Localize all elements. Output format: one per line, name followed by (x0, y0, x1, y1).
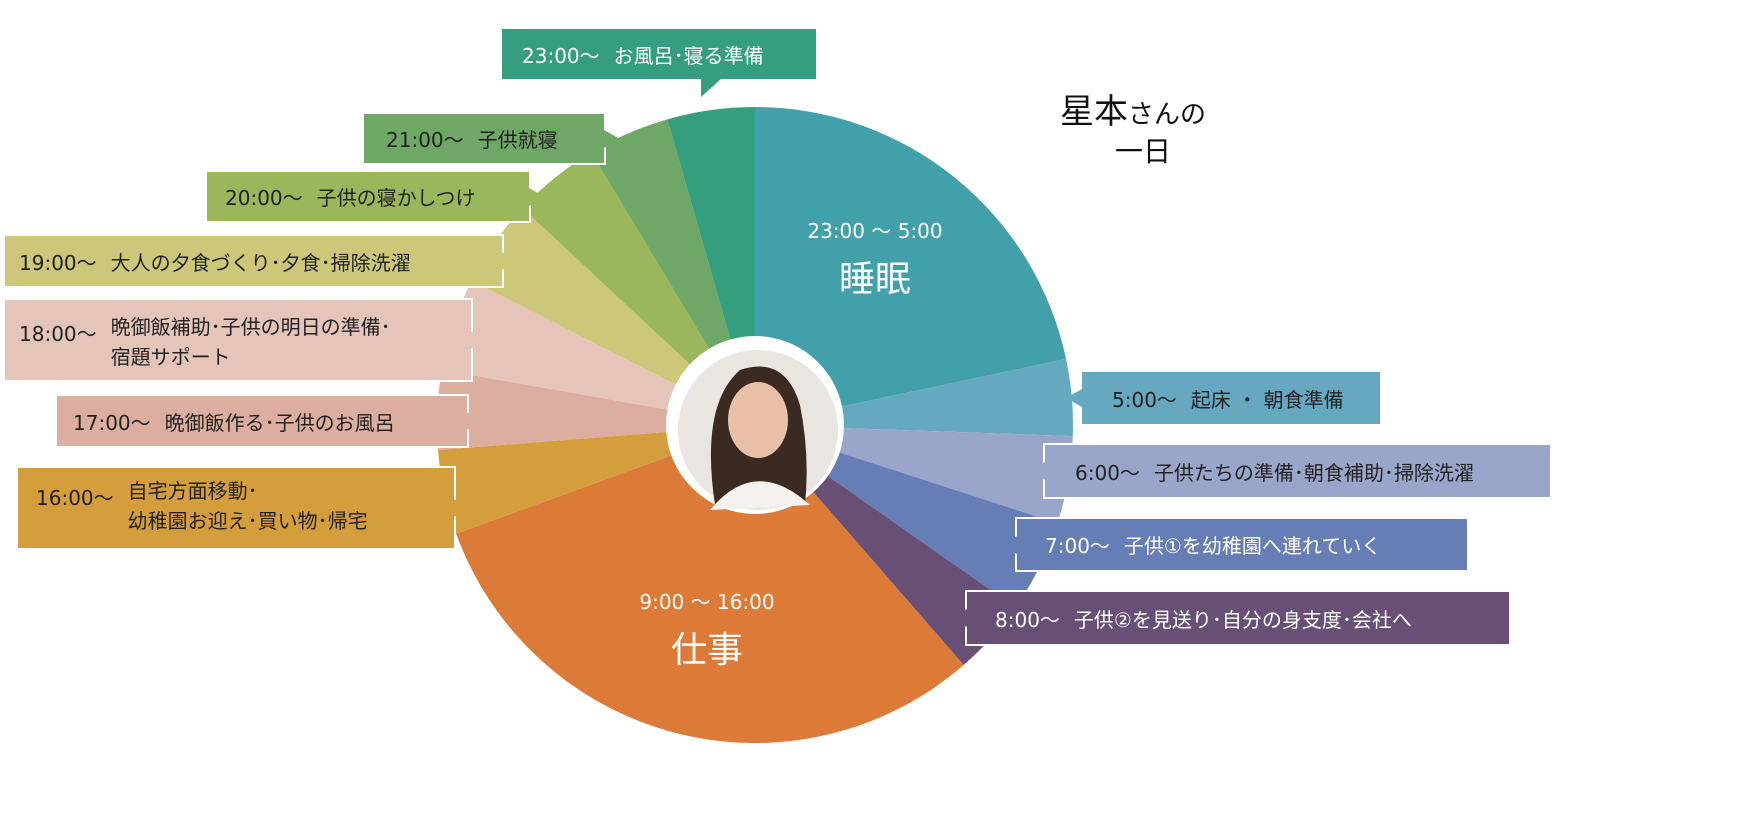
callout-time: 19:00～ (19, 250, 97, 275)
callout-tail (454, 499, 470, 517)
callout-tail (604, 129, 620, 148)
sleep-name: 睡眠 (838, 259, 912, 300)
callout-time: 5:00～ (1112, 387, 1177, 412)
pie-slice-19:00 (471, 208, 755, 425)
callout-time: 8:00～ (995, 607, 1060, 632)
page-title: 星本さんの (1060, 84, 1206, 133)
callout-time: 16:00～ (36, 486, 114, 510)
title-suffix: さんの (1128, 100, 1207, 130)
callout-2000: 20:00～ 子供の寝かしつけ (205, 170, 545, 223)
pie-slice-20:00 (522, 152, 755, 426)
callout-text-line2: 宿題サポート (110, 345, 231, 369)
callout-time: 23:00～ (522, 43, 600, 68)
callout-0700: 7:00～ 子供①を幼稚園へ連れていく (1001, 517, 1469, 572)
callout-tail (502, 252, 518, 270)
callout-time: 17:00～ (73, 410, 151, 435)
person-name: 星本 (1060, 92, 1128, 132)
callout-time: 7:00～ (1045, 534, 1110, 558)
pie-slice-睡眠 (755, 107, 1067, 425)
callout-tail (467, 412, 483, 430)
callout-text: 晩御飯補助･子供の明日の準備･ (110, 315, 391, 339)
callout-tail (529, 187, 545, 206)
callout-text: 大人の夕食づくり･夕食･掃除洗濯 (110, 250, 411, 275)
callout-0600: 6:00～ 子供たちの準備･朝食補助･掃除洗濯 (1029, 443, 1552, 499)
callout-1900: 19:00～ 大人の夕食づくり･夕食･掃除洗濯 (3, 234, 518, 288)
page-title-line2: 一日 (1115, 135, 1172, 168)
callout-tail (1001, 535, 1017, 554)
callout-text: 起床 ・ 朝食準備 (1190, 387, 1344, 412)
callout-0800: 8:00～ 子供②を見送り･自分の身支度･会社へ (951, 590, 1511, 646)
avatar-photo (678, 350, 838, 510)
work-range: 9:00 ～ 16:00 (639, 590, 775, 614)
callout-tail (701, 79, 721, 97)
callout-1800: 18:00～ 晩御飯補助･子供の明日の準備･ 宿題サポート (3, 298, 487, 382)
callout-time: 6:00～ (1075, 460, 1140, 485)
sleep-range: 23:00 ～ 5:00 (807, 219, 943, 243)
callout-1600: 16:00～ 自宅方面移動･ 幼稚園お迎え･買い物･帰宅 (16, 466, 470, 550)
callout-text: 自宅方面移動･ (127, 479, 258, 503)
callout-tail (1066, 389, 1082, 407)
callout-text-line2: 幼稚園お迎え･買い物･帰宅 (127, 509, 368, 533)
work-slice-label: 9:00 ～ 16:00 仕事 (639, 586, 774, 673)
callout-time: 21:00～ (386, 128, 464, 152)
callout-2300: 23:00～ お風呂･寝る準備 (500, 27, 818, 97)
pie-slice-仕事 (456, 425, 964, 743)
callout-tail (1029, 462, 1045, 480)
callout-time: 18:00～ (19, 322, 97, 346)
callout-tail (471, 331, 487, 349)
callout-text: 子供①を幼稚園へ連れていく (1123, 534, 1382, 558)
callout-text: 子供の寝かしつけ (316, 186, 476, 210)
work-name: 仕事 (670, 630, 744, 671)
callout-1700: 17:00～ 晩御飯作る･子供のお風呂 (55, 394, 483, 448)
callout-text: 子供就寝 (477, 128, 558, 152)
callout-text: 子供②を見送り･自分の身支度･会社へ (1073, 607, 1412, 632)
callout-text: 子供たちの準備･朝食補助･掃除洗濯 (1153, 460, 1474, 485)
callout-text: 晩御飯作る･子供のお風呂 (164, 410, 395, 435)
callout-tail (951, 609, 967, 627)
callout-time: 20:00～ (225, 186, 303, 210)
callout-text: お風呂･寝る準備 (613, 43, 764, 68)
callout-0500: 5:00～ 起床 ・ 朝食準備 (1066, 370, 1382, 426)
callout-2100: 21:00～ 子供就寝 (362, 112, 620, 165)
sleep-slice-label: 23:00 ～ 5:00 睡眠 (807, 215, 942, 302)
